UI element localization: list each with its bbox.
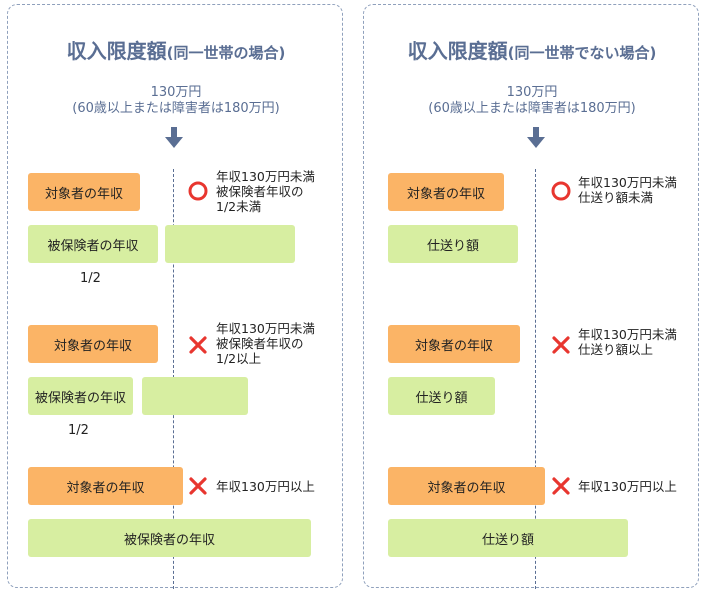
panel-title: 収入限度額(同一世帯でない場合) bbox=[364, 35, 700, 64]
panel-separate-household: 収入限度額(同一世帯でない場合) 130万円 (60歳以上または障害者は180万… bbox=[363, 4, 700, 589]
allowance-bar: 仕送り額 bbox=[388, 377, 495, 415]
title-sub: (同一世帯でない場合) bbox=[507, 44, 657, 62]
limit-amount: 130万円 bbox=[150, 85, 202, 100]
target-income-bar: 対象者の年収 bbox=[388, 325, 520, 363]
case-note: 年収130万円未満 被保険者年収の 1/2以上 bbox=[216, 321, 315, 366]
circle-ok-icon bbox=[188, 181, 208, 201]
limit-amount: 130万円 bbox=[506, 85, 558, 100]
note-line: 1/2以上 bbox=[216, 351, 262, 366]
limit-note: (60歳以上または障害者は180万円) bbox=[72, 101, 280, 116]
panel-title: 収入限度額(同一世帯の場合) bbox=[8, 35, 344, 64]
note-line: 年収130万円未満 bbox=[578, 327, 677, 342]
insured-income-half-bar bbox=[165, 225, 295, 263]
target-income-bar: 対象者の年収 bbox=[388, 467, 545, 505]
case-note: 年収130万円以上 bbox=[216, 479, 315, 494]
allowance-bar: 仕送り額 bbox=[388, 519, 628, 557]
allowance-bar: 仕送り額 bbox=[388, 225, 518, 263]
fraction-label: 1/2 bbox=[80, 271, 101, 286]
note-line: 年収130万円以上 bbox=[216, 479, 315, 494]
cross-ng-icon bbox=[189, 336, 207, 354]
title-sub: (同一世帯の場合) bbox=[166, 44, 286, 62]
insured-income-bar: 被保険者の年収 bbox=[28, 519, 311, 557]
case-note: 年収130万円未満 被保険者年収の 1/2未満 bbox=[216, 169, 315, 214]
note-line: 仕送り額未満 bbox=[578, 190, 654, 205]
insured-income-bar: 被保険者の年収 bbox=[28, 377, 133, 415]
title-main: 収入限度額 bbox=[66, 39, 167, 63]
target-income-bar: 対象者の年収 bbox=[28, 467, 183, 505]
case-note: 年収130万円以上 bbox=[578, 479, 677, 494]
limit-line bbox=[535, 169, 536, 589]
case-note: 年収130万円未満 仕送り額未満 bbox=[578, 175, 677, 205]
note-line: 年収130万円未満 bbox=[216, 169, 315, 184]
target-income-bar: 対象者の年収 bbox=[28, 173, 140, 211]
panel-same-household: 収入限度額(同一世帯の場合) 130万円 (60歳以上または障害者は180万円)… bbox=[7, 4, 344, 589]
cross-ng-icon bbox=[552, 477, 570, 495]
note-line: 仕送り額以上 bbox=[578, 342, 654, 357]
note-line: 年収130万円未満 bbox=[216, 321, 315, 336]
circle-ok-icon bbox=[551, 181, 571, 201]
arrow-down-icon bbox=[165, 127, 183, 148]
limit-note: (60歳以上または障害者は180万円) bbox=[428, 101, 636, 116]
note-line: 被保険者年収の bbox=[216, 336, 304, 351]
case-note: 年収130万円未満 仕送り額以上 bbox=[578, 327, 677, 357]
fraction-label: 1/2 bbox=[68, 423, 89, 438]
note-line: 年収130万円以上 bbox=[578, 479, 677, 494]
title-main: 収入限度額 bbox=[407, 39, 508, 63]
insured-income-half-bar bbox=[142, 377, 248, 415]
arrow-down-icon bbox=[527, 127, 545, 148]
note-line: 被保険者年収の bbox=[216, 184, 304, 199]
cross-ng-icon bbox=[552, 336, 570, 354]
insured-income-bar: 被保険者の年収 bbox=[28, 225, 158, 263]
cross-ng-icon bbox=[189, 477, 207, 495]
target-income-bar: 対象者の年収 bbox=[388, 173, 504, 211]
target-income-bar: 対象者の年収 bbox=[28, 325, 158, 363]
note-line: 年収130万円未満 bbox=[578, 175, 677, 190]
note-line: 1/2未満 bbox=[216, 199, 262, 214]
